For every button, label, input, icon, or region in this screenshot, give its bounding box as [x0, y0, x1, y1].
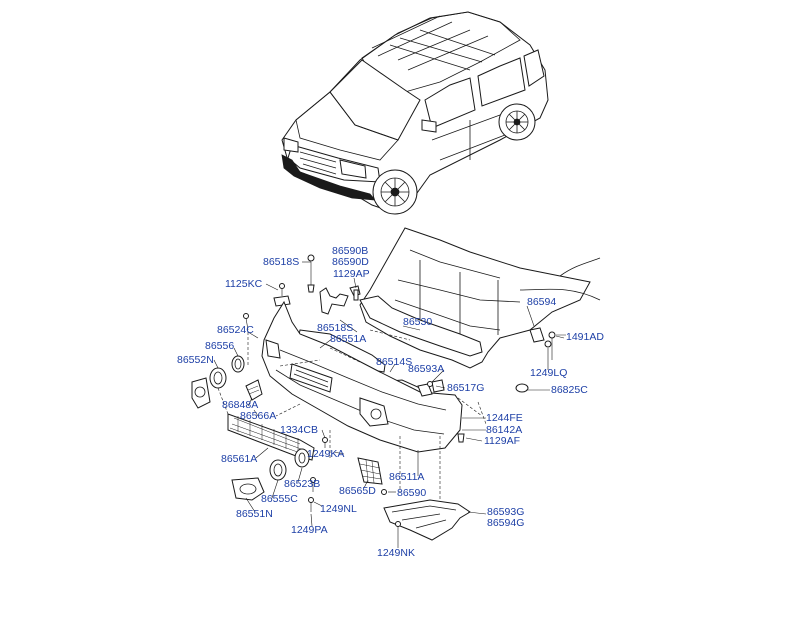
label-86556: 86556: [205, 340, 235, 352]
label-86523B: 86523B: [284, 478, 321, 490]
label-86518S-mid: 86518S: [317, 322, 354, 334]
label-1249NL: 1249NL: [320, 503, 357, 515]
assembly-lines: [217, 329, 487, 500]
label-86517G: 86517G: [447, 382, 485, 394]
label-86590B: 86590B: [332, 245, 369, 257]
leader-lines: [213, 261, 565, 548]
label-86566A: 86566A: [240, 410, 277, 422]
upper-side-grille: [245, 379, 263, 401]
label-86593G: 86593G: [487, 506, 525, 518]
vehicle-illustration: [281, 11, 549, 215]
label-86594G: 86594G: [487, 517, 525, 529]
right-side-parts: [431, 327, 566, 393]
side-grille: [357, 457, 383, 485]
label-86518S-top: 86518S: [263, 256, 300, 268]
label-1129AP: 1129AP: [333, 268, 370, 280]
label-86561A: 86561A: [221, 453, 258, 465]
label-1334CB: 1334CB: [280, 424, 318, 436]
label-1125KC: 1125KC: [225, 278, 263, 290]
label-86825C: 86825C: [551, 384, 588, 396]
label-86590: 86590: [397, 487, 427, 499]
label-1249KA: 1249KA: [307, 448, 345, 460]
label-1249PA: 1249PA: [291, 524, 328, 536]
label-86555C: 86555C: [261, 493, 298, 505]
label-86552N: 86552N: [177, 354, 214, 366]
label-86593A: 86593A: [408, 363, 445, 375]
label-1249LQ: 1249LQ: [530, 367, 568, 379]
label-1249NK: 1249NK: [377, 547, 415, 559]
label-1491AD: 1491AD: [566, 331, 604, 343]
label-86551A: 86551A: [330, 333, 367, 345]
label-86511A: 86511A: [389, 471, 425, 483]
label-86594: 86594: [527, 296, 557, 308]
label-86142A: 86142A: [486, 424, 523, 436]
fog-lamp-bezels: [191, 355, 310, 501]
fasteners: [243, 283, 465, 540]
upper-brackets: [273, 254, 361, 315]
bumper-carrier-frame: [359, 227, 601, 369]
label-1244FE: 1244FE: [486, 412, 523, 424]
label-86565D: 86565D: [339, 485, 376, 497]
label-86530: 86530: [403, 316, 433, 328]
label-86514S: 86514S: [376, 356, 413, 368]
label-1129AF: 1129AF: [484, 435, 520, 447]
label-86524C: 86524C: [217, 324, 254, 336]
label-86848A: 86848A: [222, 399, 259, 411]
lower-grille: [227, 413, 315, 461]
label-86590D: 86590D: [332, 256, 369, 268]
label-86551N: 86551N: [236, 508, 273, 520]
lower-stay: [383, 499, 471, 541]
front-bumper-cover: [261, 300, 463, 453]
